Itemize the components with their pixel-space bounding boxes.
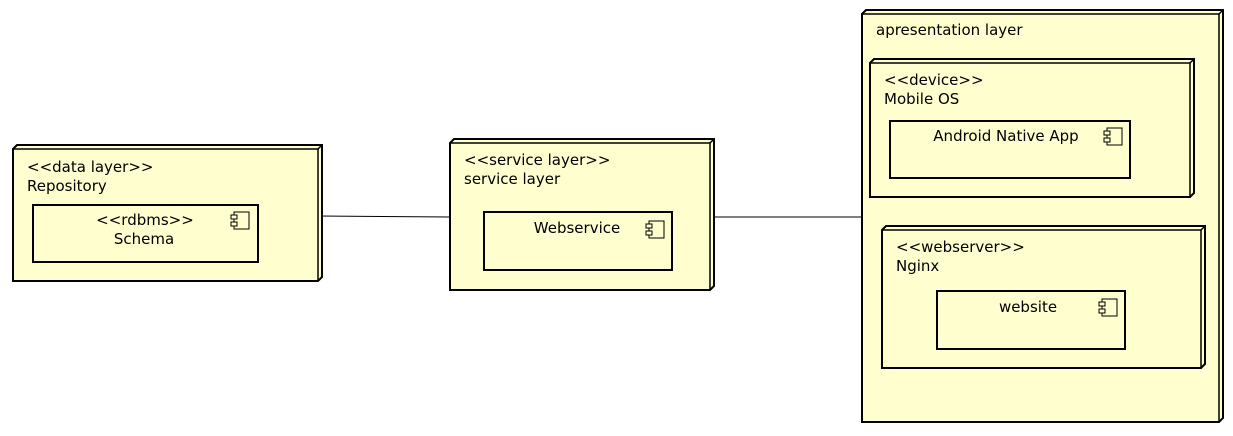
component-stereotype: <<rdbms>> [96, 211, 194, 229]
node-stereotype: <<webserver>> [896, 238, 1025, 256]
node-stereotype: <<service layer>> [464, 151, 610, 169]
component-title: Android Native App [933, 127, 1078, 145]
node-title: Mobile OS [884, 90, 959, 108]
node-stereotype: <<device>> [884, 71, 984, 89]
node-mobile-os[interactable]: <<device>> Mobile OS Android Native App [869, 58, 1195, 198]
component-schema[interactable]: <<rdbms>> Schema [32, 204, 259, 263]
node-title: apresentation layer [876, 21, 1023, 39]
node-stereotype: <<data layer>> [27, 158, 153, 176]
node-repository[interactable]: <<data layer>> Repository <<rdbms>> Sche… [12, 144, 323, 282]
node-presentation-layer[interactable]: apresentation layer <<device>> Mobile OS… [861, 9, 1224, 423]
component-icon [645, 220, 665, 239]
component-title: website [999, 298, 1057, 316]
connector-repository-service [317, 215, 451, 218]
node-service-layer[interactable]: <<service layer>> service layer Webservi… [449, 138, 715, 291]
node-title: Repository [27, 177, 107, 195]
component-icon [230, 211, 250, 230]
component-title: Schema [114, 230, 174, 248]
node-title: Nginx [896, 257, 939, 275]
component-title: Webservice [534, 219, 620, 237]
node-nginx[interactable]: <<webserver>> Nginx website [881, 225, 1206, 369]
component-icon [1103, 127, 1123, 146]
component-android-native-app[interactable]: Android Native App [889, 120, 1131, 179]
component-website[interactable]: website [936, 290, 1126, 350]
component-icon [1098, 298, 1118, 317]
node-title: service layer [464, 170, 561, 188]
component-webservice[interactable]: Webservice [483, 211, 673, 271]
